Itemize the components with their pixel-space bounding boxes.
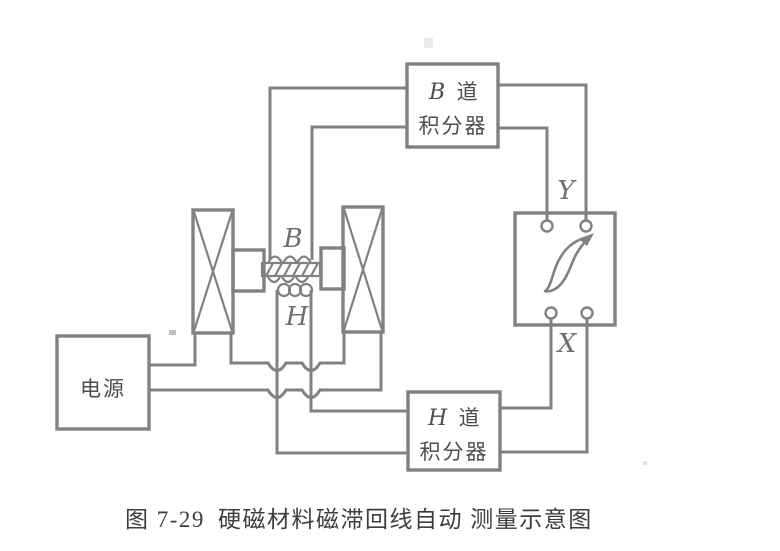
b-pickup-coil: [267, 255, 312, 284]
hysteresis-curve: [543, 234, 593, 293]
sample-hatch: [265, 262, 319, 277]
wire-b-integrator-to-scope-1: [498, 83, 588, 221]
sample-rod-assembly: [260, 255, 322, 298]
wire-b-integrator-to-scope-2: [498, 126, 549, 221]
power-supply-label: 电源: [80, 378, 126, 401]
h-coil-label: H: [285, 302, 310, 332]
wire-b-coil-to-integrator-2: [310, 125, 407, 260]
b-symbol: B: [428, 80, 445, 105]
hysteresis-arrow-icon: [579, 233, 594, 246]
h-symbol: H: [427, 406, 448, 431]
figure-caption-number: 图 7-29: [125, 507, 205, 532]
left-magnetizing-coil: [191, 208, 235, 335]
x-terminal-left: [544, 306, 558, 320]
h-integrator-label-line2: 积分器: [420, 441, 489, 464]
paper-dot: [643, 461, 647, 465]
b-integrator-label-line1: B 道: [428, 80, 480, 105]
right-coil-cross-icon: [342, 208, 384, 331]
wire-h-coil-to-integrator-1: [309, 290, 408, 413]
h-integrator-label-line1: H 道: [427, 406, 482, 431]
x-terminal-right: [580, 306, 594, 320]
y-terminal-right: [579, 219, 593, 233]
wire-h-coil-to-integrator-2: [275, 290, 408, 455]
b-integrator-label-line2: 积分器: [419, 115, 488, 138]
b-integrator-block: B 道 积分器: [405, 62, 500, 149]
scope-x-label: X: [556, 329, 578, 359]
b-integrator-box: [405, 62, 500, 149]
figure-caption: 图 7-29 硬磁材料磁滞回线自动 测量示意图: [125, 507, 593, 532]
figure-caption-title: 硬磁材料磁滞回线自动 测量示意图: [218, 507, 593, 532]
h-pickup-coil: [276, 282, 314, 298]
b-channel-word: 道: [457, 81, 480, 104]
power-supply-box: [55, 334, 151, 431]
h-integrator-box: [406, 390, 502, 472]
h-coil-turn: [298, 282, 314, 298]
oscilloscope-block: [513, 211, 617, 327]
right-pole-piece: [319, 246, 346, 291]
paper-blemish-icon: [169, 330, 176, 335]
left-pole-piece: [231, 248, 266, 293]
left-coil-cross-icon: [192, 211, 234, 332]
h-integrator-block: H 道 积分器: [406, 390, 502, 472]
wire-power-to-left-coil: [149, 334, 197, 367]
h-channel-word: 道: [459, 407, 482, 430]
scope-y-label: Y: [557, 176, 577, 206]
paper-smudge: [424, 38, 433, 48]
wire-b-coil-to-integrator-1: [268, 86, 407, 260]
wire-scope-to-h-integrator-2: [500, 318, 589, 454]
wire-power-to-right-coil: [149, 333, 383, 399]
oscilloscope-box: [513, 211, 617, 327]
right-magnetizing-coil: [341, 205, 385, 334]
wire-left-coil-to-right-coil: [229, 333, 346, 372]
b-coil-label: B: [282, 224, 302, 254]
power-supply-block: 电源: [55, 330, 176, 431]
wire-scope-to-h-integrator-1: [500, 318, 553, 410]
y-terminal-left: [540, 219, 554, 233]
